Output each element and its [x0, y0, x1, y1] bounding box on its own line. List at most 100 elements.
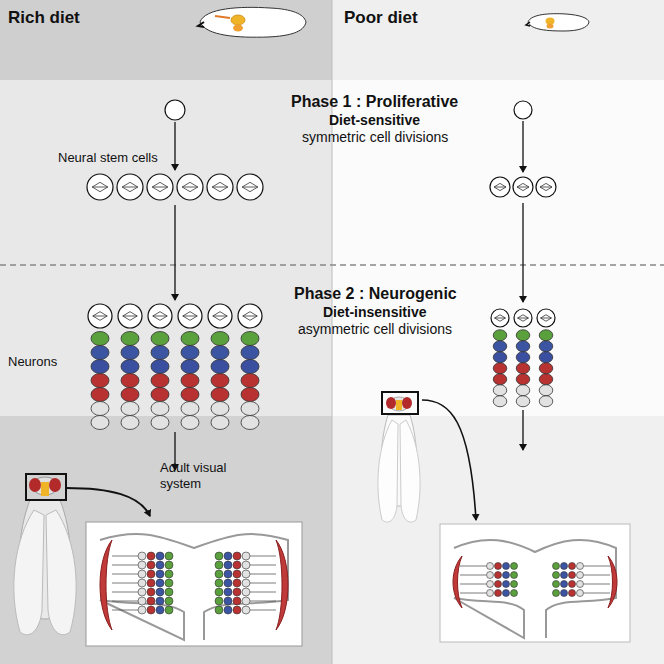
- neuron-dot: [561, 563, 568, 570]
- dividing-cell: [537, 309, 555, 327]
- dividing-cell: [513, 177, 533, 197]
- neuron: [211, 332, 229, 346]
- axon: [112, 574, 138, 575]
- neuron-dot: [215, 570, 223, 578]
- neuron-dot: [233, 552, 241, 560]
- neuron-dot: [138, 597, 146, 605]
- neuron-dot: [224, 588, 232, 596]
- neuron-dot: [156, 588, 164, 596]
- neuron: [539, 341, 553, 352]
- axon: [250, 556, 276, 557]
- axon: [250, 583, 276, 584]
- axon: [112, 592, 138, 593]
- neuron-dot: [495, 581, 502, 588]
- spindle: [153, 312, 167, 321]
- neuron: [121, 416, 139, 430]
- label: Phase 2 : Neurogenic: [294, 284, 457, 303]
- spindle: [182, 182, 198, 191]
- neuron: [121, 374, 139, 388]
- neuron-dot: [495, 590, 502, 597]
- neuron-dot: [561, 581, 568, 588]
- neuron: [539, 330, 553, 341]
- neuron-dot: [577, 590, 584, 597]
- axon: [584, 575, 611, 576]
- neuron-dot: [224, 606, 232, 614]
- neuron: [539, 363, 553, 374]
- axon: [460, 584, 487, 585]
- spindle: [183, 312, 197, 321]
- neuron-dot: [156, 552, 164, 560]
- neuron: [493, 341, 507, 352]
- neuron: [121, 388, 139, 402]
- neuron: [241, 374, 259, 388]
- neuron-dot: [233, 561, 241, 569]
- neuron: [493, 352, 507, 363]
- neuron-dot: [553, 590, 560, 597]
- neuron-dot: [511, 563, 518, 570]
- dividing-cell: [177, 174, 203, 200]
- neuron-dot: [165, 588, 173, 596]
- neuron: [121, 402, 139, 416]
- spindle: [92, 182, 108, 191]
- label: Rich diet: [8, 8, 80, 28]
- neuron-dot: [553, 581, 560, 588]
- neuron-dot: [215, 552, 223, 560]
- neuron: [516, 352, 530, 363]
- neuron: [151, 360, 169, 374]
- spindle: [541, 318, 552, 319]
- spindle: [123, 316, 137, 317]
- spindle: [242, 182, 258, 191]
- neuron: [211, 360, 229, 374]
- spindle: [213, 312, 227, 321]
- neuron: [241, 360, 259, 374]
- axon: [250, 610, 276, 611]
- neuron: [151, 402, 169, 416]
- neuron-dot: [511, 572, 518, 579]
- neuron-dot: [165, 597, 173, 605]
- spindle: [122, 187, 138, 188]
- neuron: [211, 346, 229, 360]
- neuron-dot: [147, 579, 155, 587]
- neuron-dot: [138, 588, 146, 596]
- neuron-dot: [165, 552, 173, 560]
- neuron-dot: [147, 552, 155, 560]
- dividing-cell: [147, 174, 173, 200]
- neuron-dot: [215, 588, 223, 596]
- phase-divider: [0, 264, 664, 266]
- dividing-cell: [208, 304, 232, 328]
- neuron: [151, 346, 169, 360]
- dividing-cell: [237, 174, 263, 200]
- neuron: [539, 396, 553, 407]
- rich-band: [0, 80, 332, 416]
- neuron-dot: [487, 581, 494, 588]
- spindle: [182, 187, 198, 188]
- neuron: [493, 330, 507, 341]
- neuron-dot: [569, 590, 576, 597]
- spindle: [92, 187, 108, 188]
- axon: [250, 592, 276, 593]
- axon: [112, 610, 138, 611]
- brain-diagram: [440, 524, 630, 642]
- larva: [526, 14, 589, 31]
- neuron: [539, 374, 553, 385]
- spindle: [123, 312, 137, 321]
- neuron-dot: [577, 581, 584, 588]
- label: Diet-insensitive: [323, 304, 426, 321]
- neuron-dot: [138, 561, 146, 569]
- spindle: [495, 318, 506, 319]
- spindle: [494, 183, 506, 190]
- neuron: [493, 374, 507, 385]
- axon: [112, 583, 138, 584]
- spindle: [212, 182, 228, 191]
- spindle: [494, 187, 506, 188]
- neuron-dot: [503, 563, 510, 570]
- spindle: [183, 316, 197, 317]
- axon: [250, 601, 276, 602]
- spindle: [518, 318, 529, 319]
- neuron: [181, 374, 199, 388]
- spindle: [213, 316, 227, 317]
- neuron: [516, 341, 530, 352]
- neuron: [539, 385, 553, 396]
- neuron-dot: [233, 597, 241, 605]
- dividing-cell: [178, 304, 202, 328]
